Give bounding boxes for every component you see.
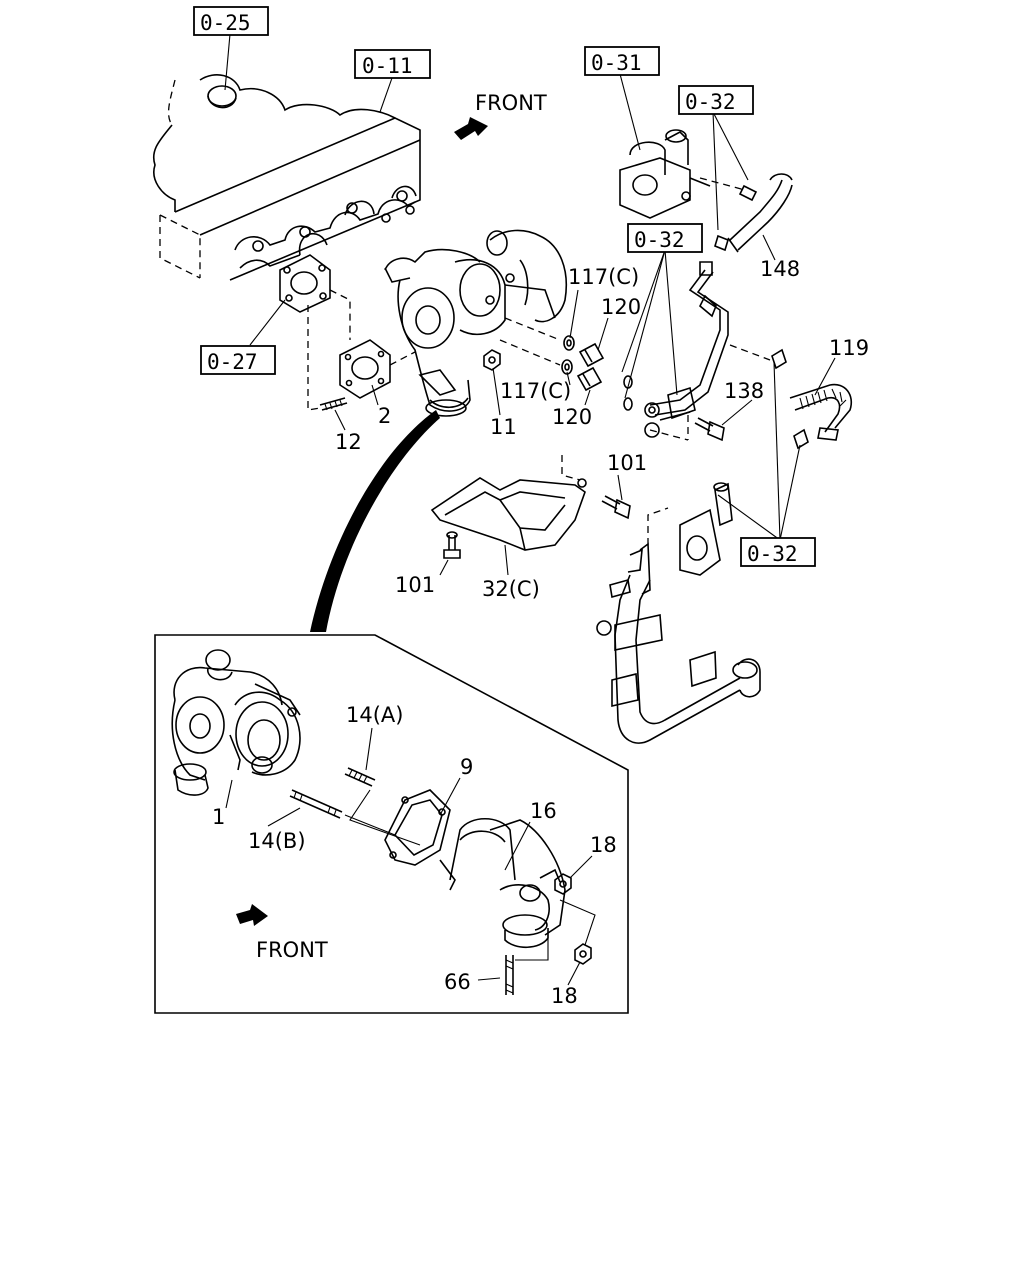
callout-101-upper[interactable]: 101 [607, 451, 647, 475]
callout-14a[interactable]: 14(A) [346, 703, 403, 727]
stud-14b-drawing [289, 789, 343, 819]
leader-lines [224, 33, 836, 986]
ref-box-0-31[interactable]: 0-31 [584, 46, 660, 76]
callout-12[interactable]: 12 [335, 430, 362, 454]
nut-18-lower-drawing [574, 943, 592, 965]
turbocharger-drawing [384, 229, 567, 417]
elbow-16-drawing [439, 818, 566, 949]
front-label-inset: FRONT [256, 938, 328, 962]
detail-sweep-arrow [310, 410, 440, 632]
callout-120-lower[interactable]: 120 [552, 405, 592, 429]
water-pipe-lower-drawing [596, 482, 761, 744]
hose-148-drawing [699, 173, 793, 253]
ref-box-0-27[interactable]: 0-27 [200, 345, 276, 375]
callout-14b[interactable]: 14(B) [248, 829, 306, 853]
callout-2[interactable]: 2 [378, 404, 391, 428]
svg-text:0-31: 0-31 [591, 51, 642, 75]
nut-11-drawing [483, 349, 501, 371]
front-label-top: FRONT [475, 91, 547, 115]
front-arrow-top: FRONT [454, 91, 547, 140]
gasket-drawing [329, 289, 416, 399]
thermostat-housing-drawing [619, 129, 711, 219]
callout-16[interactable]: 16 [530, 799, 557, 823]
svg-text:0-27: 0-27 [207, 350, 258, 374]
callout-1[interactable]: 1 [212, 805, 225, 829]
stud-12-drawing [307, 305, 348, 411]
callout-11[interactable]: 11 [490, 415, 517, 439]
turbo-inset-drawing [171, 649, 301, 796]
inset-dashed-guides [515, 899, 596, 961]
callout-66[interactable]: 66 [444, 970, 471, 994]
stud-14a-drawing [344, 767, 376, 787]
callout-148[interactable]: 148 [760, 257, 800, 281]
bolt-101-lower-drawing [443, 531, 461, 559]
bolt-138-drawing [694, 417, 725, 442]
ref-box-0-32-bottom[interactable]: 0-32 [740, 537, 816, 567]
callout-18-upper[interactable]: 18 [590, 833, 617, 857]
svg-text:0-32: 0-32 [634, 228, 685, 252]
ref-box-0-25[interactable]: 0-25 [193, 6, 269, 36]
callout-9[interactable]: 9 [460, 755, 473, 779]
svg-text:0-32: 0-32 [747, 542, 798, 566]
callout-101-lower[interactable]: 101 [395, 573, 435, 597]
ref-box-0-32-top[interactable]: 0-32 [678, 85, 754, 115]
callout-32c[interactable]: 32(C) [482, 577, 540, 601]
callout-18-lower[interactable]: 18 [551, 984, 578, 1008]
svg-text:0-32: 0-32 [685, 90, 736, 114]
bolt-101-upper-drawing [601, 495, 631, 520]
detail-inset [154, 634, 629, 1014]
water-pipe-upper-drawing [623, 261, 771, 441]
callout-138[interactable]: 138 [724, 379, 764, 403]
nut-18-upper-drawing [554, 873, 572, 895]
callout-117c-upper[interactable]: 117(C) [568, 265, 639, 289]
svg-text:0-25: 0-25 [200, 11, 251, 35]
heat-shield-drawing [430, 455, 587, 551]
washers-bolts-drawing [499, 317, 605, 392]
callout-117c-lower[interactable]: 117(C) [500, 379, 571, 403]
gasket-9-drawing [384, 789, 451, 866]
svg-text:0-11: 0-11 [362, 54, 413, 78]
part-callouts: 117(C) 120 148 119 2 12 11 117(C) 120 13… [212, 257, 869, 1008]
callout-120-upper[interactable]: 120 [601, 295, 641, 319]
front-arrow-inset: FRONT [236, 904, 328, 962]
engine-block-drawing [153, 74, 421, 313]
ref-box-0-32-mid[interactable]: 0-32 [627, 223, 703, 253]
hose-119-drawing [771, 348, 852, 450]
stud-66-drawing [505, 955, 514, 995]
callout-119[interactable]: 119 [829, 336, 869, 360]
ref-box-0-11[interactable]: 0-11 [354, 49, 431, 79]
